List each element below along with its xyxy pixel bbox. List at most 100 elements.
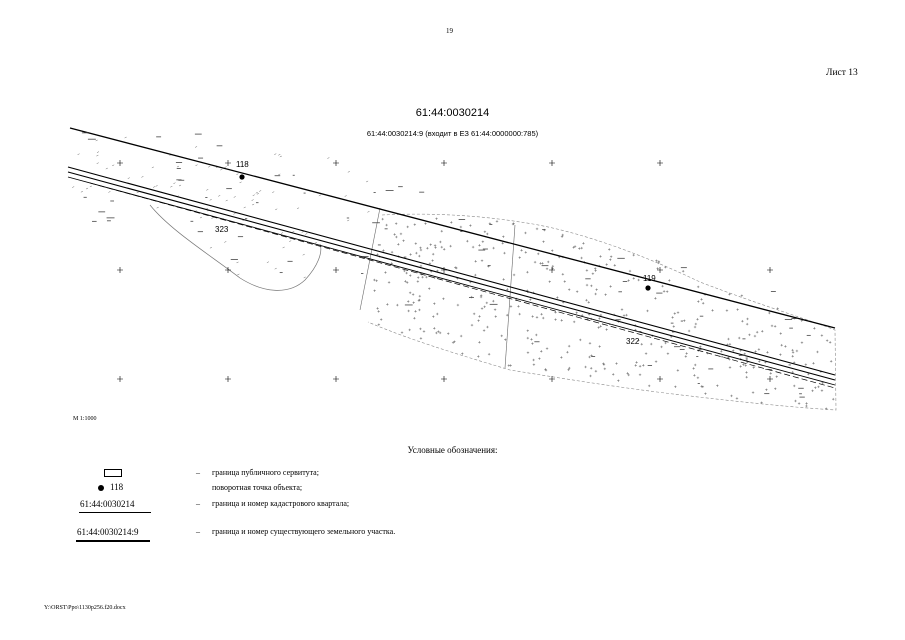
hatch-mark bbox=[526, 336, 530, 340]
hatch-mark bbox=[492, 246, 495, 250]
hatch-mark bbox=[400, 331, 404, 334]
hatch-mark bbox=[429, 243, 432, 246]
hatch-mark bbox=[609, 258, 612, 261]
survey-mark bbox=[237, 236, 244, 238]
hatch-mark bbox=[233, 196, 236, 198]
hatch-mark bbox=[259, 190, 262, 192]
hatch-mark bbox=[531, 342, 534, 345]
hatch-mark bbox=[584, 365, 587, 369]
hatch-mark bbox=[450, 221, 453, 224]
survey-mark bbox=[274, 175, 281, 177]
hatch-mark bbox=[820, 334, 824, 337]
hatch-mark bbox=[531, 315, 534, 318]
hatch-mark bbox=[279, 155, 282, 158]
hatch-mark bbox=[252, 203, 255, 206]
hatch-mark bbox=[535, 227, 539, 231]
hatch-mark bbox=[474, 260, 477, 263]
legend-dash: – bbox=[196, 527, 200, 536]
hatch-mark bbox=[560, 356, 563, 359]
hatch-mark bbox=[739, 365, 742, 368]
hatch-mark bbox=[442, 248, 446, 251]
survey-mark bbox=[87, 138, 96, 140]
hatch-mark bbox=[546, 260, 550, 264]
hatch-mark bbox=[105, 167, 108, 170]
hatch-mark bbox=[518, 312, 521, 316]
hatch-mark bbox=[405, 281, 409, 284]
hatch-mark bbox=[224, 241, 227, 243]
hatch-mark bbox=[382, 249, 385, 252]
hatch-mark bbox=[428, 287, 431, 290]
hatch-mark bbox=[502, 278, 505, 281]
hatch-mark bbox=[793, 384, 796, 388]
survey-mark bbox=[373, 192, 376, 194]
hatch-mark bbox=[774, 387, 777, 390]
hatch-mark bbox=[674, 385, 677, 388]
hatch-mark bbox=[542, 240, 545, 243]
hatch-mark bbox=[668, 279, 671, 282]
hatch-mark bbox=[505, 313, 509, 317]
hatch-mark bbox=[696, 285, 700, 289]
hatch-mark bbox=[419, 327, 422, 331]
hatch-mark bbox=[472, 312, 476, 316]
hatch-mark bbox=[730, 394, 733, 398]
hatch-mark bbox=[494, 315, 497, 318]
hatch-mark bbox=[333, 160, 339, 166]
hatch-mark bbox=[155, 185, 158, 187]
hatch-mark bbox=[594, 369, 598, 373]
survey-mark bbox=[176, 168, 181, 169]
survey-mark bbox=[637, 331, 642, 332]
hatch-mark bbox=[347, 219, 350, 222]
hatch-mark bbox=[725, 309, 729, 312]
hatch-mark bbox=[178, 184, 182, 187]
hatch-mark bbox=[117, 376, 123, 382]
hatch-mark bbox=[700, 298, 703, 301]
survey-mark bbox=[110, 200, 115, 202]
hatch-mark bbox=[566, 350, 569, 354]
left-area-contour bbox=[149, 204, 322, 291]
hatch-mark bbox=[441, 376, 447, 382]
hatch-mark bbox=[474, 273, 477, 277]
hatch-mark bbox=[664, 341, 667, 345]
survey-mark bbox=[742, 338, 746, 340]
hatch-mark bbox=[549, 160, 555, 166]
hatch-mark bbox=[466, 239, 469, 243]
survey-mark bbox=[478, 249, 486, 251]
hatch-mark bbox=[170, 185, 173, 188]
legend-parcel-code: 61:44:0030214:9 bbox=[77, 527, 139, 537]
survey-mark bbox=[764, 393, 770, 395]
survey-mark bbox=[798, 387, 804, 389]
hatch-mark bbox=[642, 364, 645, 367]
hatch-mark bbox=[768, 311, 771, 315]
survey-mark bbox=[647, 365, 653, 366]
hatch-mark bbox=[224, 166, 227, 168]
hatch-mark bbox=[365, 180, 369, 183]
survey-mark bbox=[489, 303, 498, 305]
hatch-mark bbox=[440, 245, 444, 249]
hatch-mark bbox=[661, 284, 664, 288]
hatch-mark bbox=[567, 344, 571, 348]
survey-mark bbox=[680, 267, 687, 269]
hatch-mark bbox=[551, 264, 555, 268]
point-label-118: 118 bbox=[236, 160, 249, 169]
cadastral-block-title: 61:44:0030214 bbox=[415, 107, 490, 119]
hatch-mark bbox=[745, 375, 748, 379]
hatch-mark bbox=[804, 363, 808, 366]
hatch-mark bbox=[611, 373, 615, 376]
hatch-mark bbox=[647, 384, 651, 388]
hatch-mark bbox=[660, 345, 663, 349]
hatch-mark bbox=[377, 323, 381, 326]
hatch-mark bbox=[728, 358, 731, 361]
hatch-mark bbox=[506, 288, 509, 291]
hatch-mark bbox=[441, 160, 447, 166]
survey-mark bbox=[403, 256, 407, 258]
hatch-mark bbox=[344, 195, 347, 197]
hatch-mark bbox=[477, 319, 480, 322]
hatch-mark bbox=[755, 330, 759, 334]
hatch-mark bbox=[765, 388, 768, 391]
hatch-mark bbox=[740, 294, 744, 297]
hatch-mark bbox=[640, 342, 643, 346]
hatch-mark bbox=[404, 280, 407, 283]
hatch-mark bbox=[152, 186, 156, 188]
hatch-mark bbox=[453, 340, 456, 343]
survey-mark bbox=[303, 192, 306, 194]
